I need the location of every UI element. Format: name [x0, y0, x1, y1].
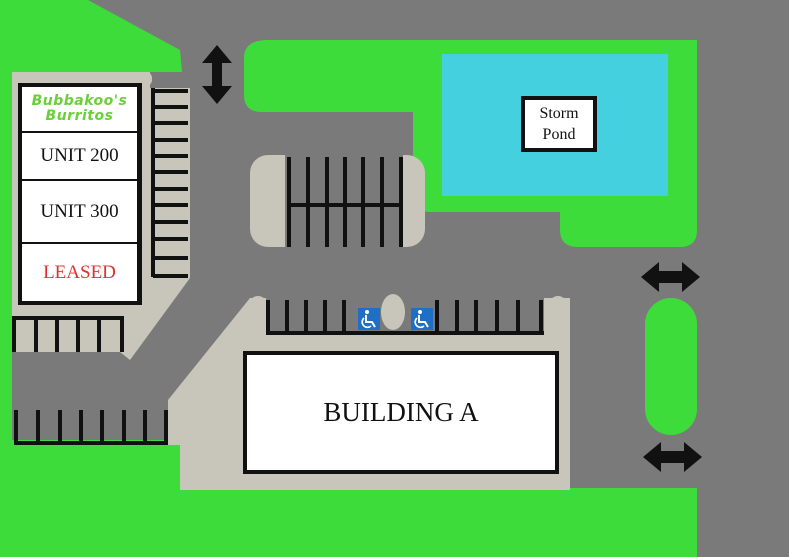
storm-pond-line2: Pond	[542, 126, 576, 143]
parking-lines-unit-column	[151, 88, 188, 278]
grass-left-strip	[0, 300, 12, 450]
unit-300-label: UNIT 300	[40, 200, 119, 222]
accessible-parking-icon	[358, 308, 380, 330]
bubbakoos-logo: Bubbakoo's Burritos	[31, 93, 128, 124]
curb-bump-1	[381, 294, 405, 330]
parking-lines-left-row1	[12, 316, 124, 352]
two-way-arrow-icon	[643, 442, 702, 472]
unit-300: UNIT 300	[20, 179, 139, 244]
leased-label: LEASED	[43, 261, 116, 283]
storm-pond-line1: Storm	[539, 105, 579, 122]
storm-pond-label: Storm Pond	[523, 98, 595, 150]
building-a-label: BUILDING A	[323, 397, 479, 427]
curb-bump-3	[546, 296, 570, 328]
parking-lines-front	[266, 300, 544, 335]
two-way-arrow-icon	[641, 262, 700, 292]
unit-leased: LEASED	[20, 242, 139, 303]
parking-lines-center	[287, 157, 403, 247]
building-a	[243, 351, 559, 474]
parking-lines-left-row2	[14, 410, 168, 445]
grass-bottom	[0, 488, 697, 557]
accessible-parking-icon	[411, 308, 433, 330]
walkway-left-top	[12, 72, 152, 86]
unit-200-label: UNIT 200	[40, 145, 119, 166]
unit-200: UNIT 200	[20, 131, 139, 181]
grass-island-right	[645, 298, 697, 435]
tenant-bubbakoos: Bubbakoo's Burritos	[20, 85, 139, 133]
curb-bump-2	[246, 296, 270, 328]
grass-left	[0, 0, 182, 318]
storm-pond-sign	[521, 96, 597, 152]
two-way-arrow-icon	[202, 45, 232, 104]
